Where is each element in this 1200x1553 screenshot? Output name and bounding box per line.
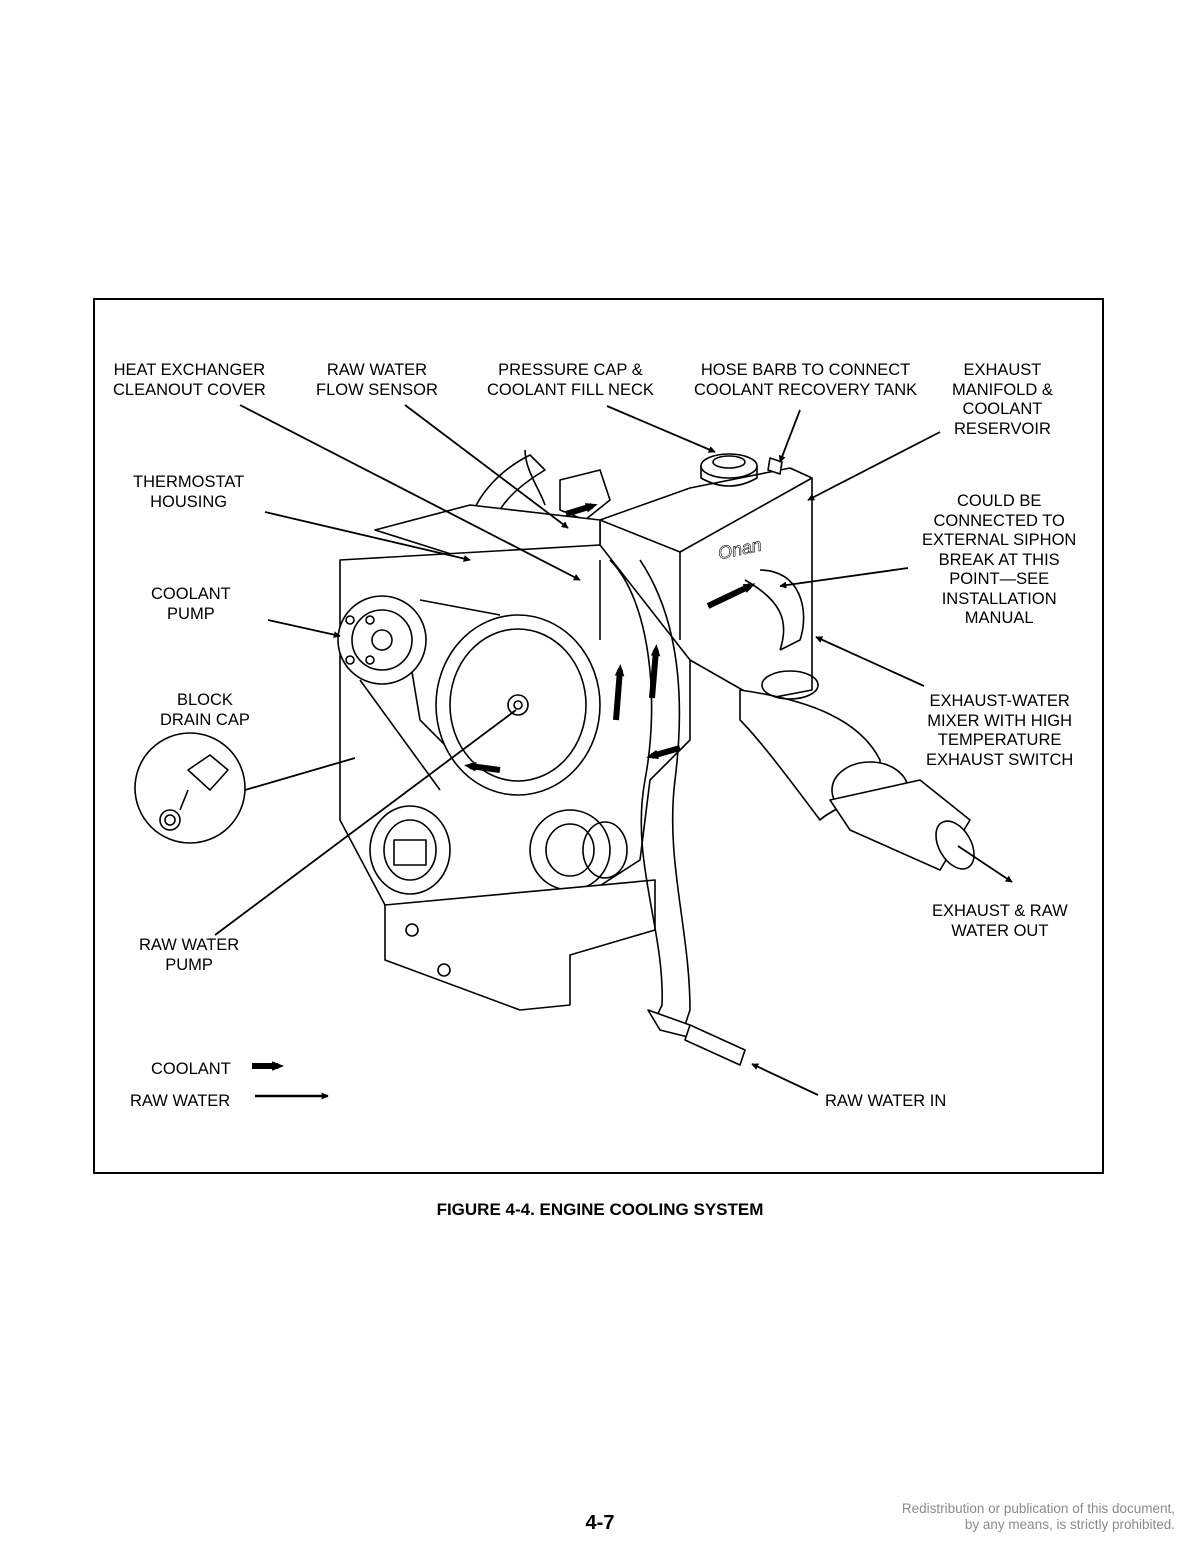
label-hose-barb: HOSE BARB TO CONNECT COOLANT RECOVERY TA… xyxy=(694,361,918,399)
figure-caption: FIGURE 4-4. ENGINE COOLING SYSTEM xyxy=(436,1200,764,1219)
legend-raw-water-label: RAW WATER xyxy=(130,1092,231,1110)
leader-siphon-break xyxy=(779,567,909,589)
page-number: 4-7 xyxy=(585,1512,615,1534)
label-thermostat-housing: THERMOSTAT HOUSING xyxy=(133,473,245,511)
label-raw-water-pump: RAW WATER PUMP xyxy=(139,936,240,974)
label-raw-water-flow-sensor: RAW WATER FLOW SENSOR xyxy=(316,361,438,399)
coolant-flow-arrows xyxy=(464,503,756,773)
leader-raw-water-pump xyxy=(214,709,517,936)
leader-lines xyxy=(214,404,1013,1096)
leader-raw-water-in xyxy=(751,1063,819,1096)
label-exhaust-water-mixer: EXHAUST-WATER MIXER WITH HIGH TEMPERATUR… xyxy=(926,692,1074,769)
label-block-drain-cap: BLOCK DRAIN CAP xyxy=(160,691,250,729)
leader-thermostat-housing xyxy=(264,511,471,562)
leader-coolant-pump xyxy=(267,619,341,639)
leader-raw-water-flow-sensor xyxy=(404,404,569,529)
redistribution-notice: Redistribution or publication of this do… xyxy=(901,1501,1175,1532)
label-exhaust-raw-water-out: EXHAUST & RAW WATER OUT xyxy=(932,902,1068,940)
leader-exhaust-water-mixer xyxy=(815,636,925,687)
leader-block-drain-cap xyxy=(244,757,356,791)
label-exhaust-manifold: EXHAUST MANIFOLD & COOLANT RESERVOIR xyxy=(952,361,1053,438)
leader-pressure-cap xyxy=(606,405,716,453)
label-siphon-break: COULD BE CONNECTED TO EXTERNAL SIPHON BR… xyxy=(922,492,1077,627)
legend-arrows xyxy=(252,1061,329,1100)
leader-hose-barb xyxy=(778,409,801,463)
figure-frame xyxy=(93,298,1104,1174)
leader-heat-exchanger xyxy=(239,404,581,581)
legend-coolant-label: COOLANT xyxy=(151,1060,231,1078)
label-heat-exchanger: HEAT EXCHANGER CLEANOUT COVER xyxy=(113,361,266,399)
leader-exhaust-out xyxy=(957,845,1013,883)
label-coolant-pump: COOLANT PUMP xyxy=(151,585,231,623)
label-pressure-cap: PRESSURE CAP & COOLANT FILL NECK xyxy=(487,361,654,399)
leader-exhaust-manifold xyxy=(807,431,941,501)
engine-drawing: Onan xyxy=(134,449,975,1066)
label-raw-water-in: RAW WATER IN xyxy=(825,1092,947,1110)
